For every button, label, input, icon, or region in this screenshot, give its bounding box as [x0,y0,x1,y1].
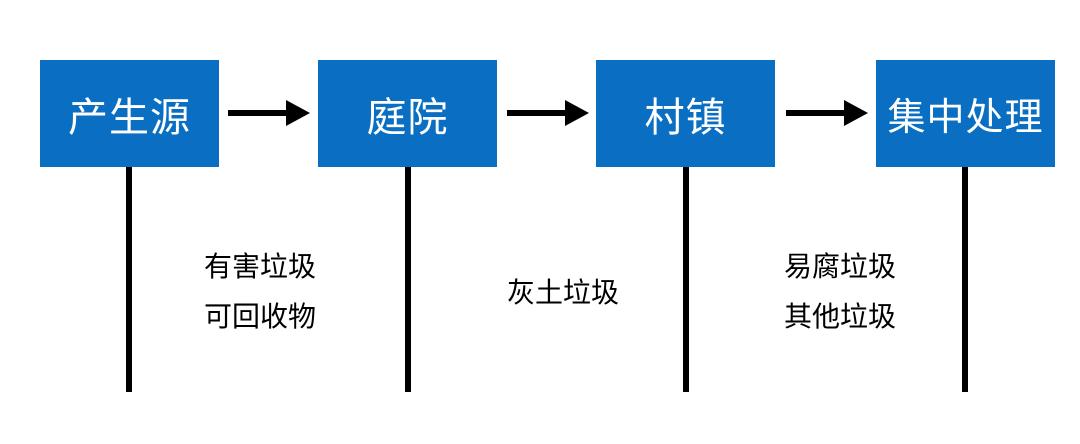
vertical-line-central-processing [962,167,968,392]
right-arrow-icon [786,100,868,126]
waste-label-hazardous: 有害垃圾 [204,250,317,283]
stage-box-source: 产生源 [40,60,219,167]
stage-label-courtyard: 庭院 [366,94,449,141]
waste-label-other: 其他垃圾 [784,300,897,333]
right-arrow-icon [507,100,589,126]
stage-label-village: 村镇 [644,94,727,141]
stage-box-courtyard: 庭院 [318,60,497,167]
waste-label-recyclable: 可回收物 [204,300,317,333]
stage-box-village: 村镇 [596,60,775,167]
stage-box-central-processing: 集中处理 [876,60,1055,167]
waste-group-central: 易腐垃圾 其他垃圾 [784,242,896,342]
waste-group-village: 灰土垃圾 [507,268,619,318]
vertical-line-source [126,167,132,392]
vertical-line-courtyard [405,167,411,392]
stage-label-central-processing: 集中处理 [887,95,1044,139]
waste-label-ash-soil: 灰土垃圾 [507,276,620,309]
waste-label-perishable: 易腐垃圾 [784,250,897,283]
vertical-line-village [683,167,689,392]
stage-label-source: 产生源 [68,94,191,141]
waste-group-courtyard: 有害垃圾 可回收物 [204,242,316,342]
right-arrow-icon [228,100,310,126]
